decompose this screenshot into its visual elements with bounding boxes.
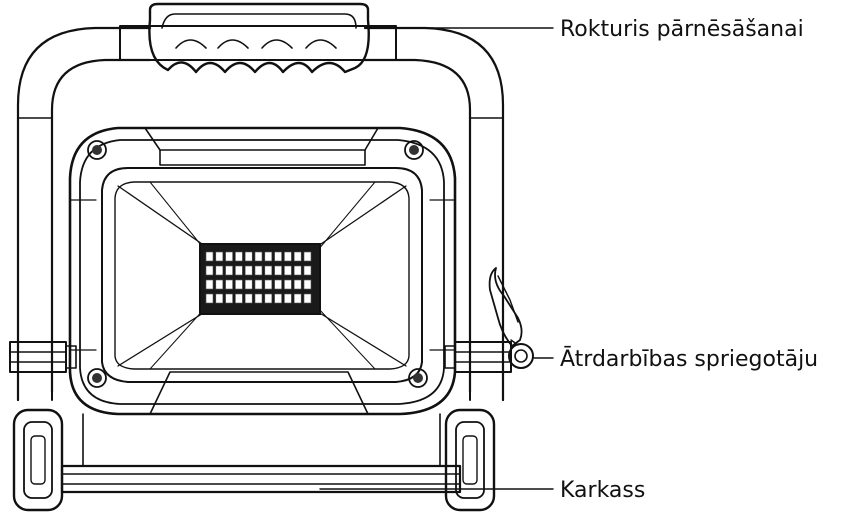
led-cell	[205, 251, 214, 262]
led-cell	[264, 251, 273, 262]
led-cell	[254, 279, 263, 290]
led-cell	[225, 293, 233, 304]
led-cell	[303, 279, 312, 290]
screw-bottom-right	[408, 368, 428, 388]
led-cell	[235, 279, 243, 290]
screw-top-right	[404, 140, 424, 160]
corner-screws	[87, 140, 428, 388]
led-cell	[303, 293, 312, 304]
led-cell	[254, 251, 263, 262]
led-cells	[205, 251, 312, 304]
led-cell	[244, 293, 253, 304]
led-cell	[205, 265, 214, 276]
callout-leaders	[319, 27, 554, 490]
label-frame: Karkass	[560, 478, 645, 503]
led-cell	[293, 265, 302, 276]
led-cell	[284, 251, 292, 262]
led-cell	[215, 265, 224, 276]
led-cell	[215, 293, 224, 304]
led-cell	[303, 265, 312, 276]
lamp-housing	[68, 126, 457, 416]
led-cell	[215, 279, 224, 290]
led-cell	[235, 293, 243, 304]
hinge-left	[9, 341, 77, 373]
led-cell	[235, 251, 243, 262]
quick-release-clamp	[488, 267, 534, 369]
led-cell	[244, 265, 253, 276]
screw-bottom-left	[87, 368, 107, 388]
carry-handle	[119, 2, 397, 74]
label-quick-release-clamp: Ātrdarbības spriegotāju	[560, 347, 818, 372]
led-cell	[264, 279, 273, 290]
led-cell	[293, 279, 302, 290]
led-cell	[235, 265, 243, 276]
led-cell	[244, 251, 253, 262]
wheel-left	[12, 408, 64, 512]
led-cell	[274, 293, 282, 304]
led-cell	[205, 293, 214, 304]
led-cell	[274, 279, 282, 290]
led-cell	[225, 251, 233, 262]
led-cell	[274, 265, 282, 276]
led-cell	[293, 251, 302, 262]
led-module	[199, 243, 321, 315]
base-frame	[17, 371, 504, 494]
led-cell	[205, 279, 214, 290]
led-cell	[284, 265, 292, 276]
led-cell	[264, 293, 273, 304]
led-cell	[274, 251, 282, 262]
screw-top-left	[87, 140, 107, 160]
led-cell	[293, 293, 302, 304]
led-cell	[225, 279, 233, 290]
label-carry-handle: Rokturis pārnēsāšanai	[560, 17, 804, 42]
wheel-right	[444, 408, 496, 512]
led-cell	[284, 279, 292, 290]
led-cell	[215, 251, 224, 262]
led-cell	[303, 251, 312, 262]
led-cell	[244, 279, 253, 290]
led-cell	[284, 293, 292, 304]
hinge-right	[444, 341, 512, 373]
led-cell	[264, 265, 273, 276]
tube-frame	[16, 26, 505, 402]
led-cell	[254, 293, 263, 304]
led-cell	[254, 265, 263, 276]
led-cell	[225, 265, 233, 276]
